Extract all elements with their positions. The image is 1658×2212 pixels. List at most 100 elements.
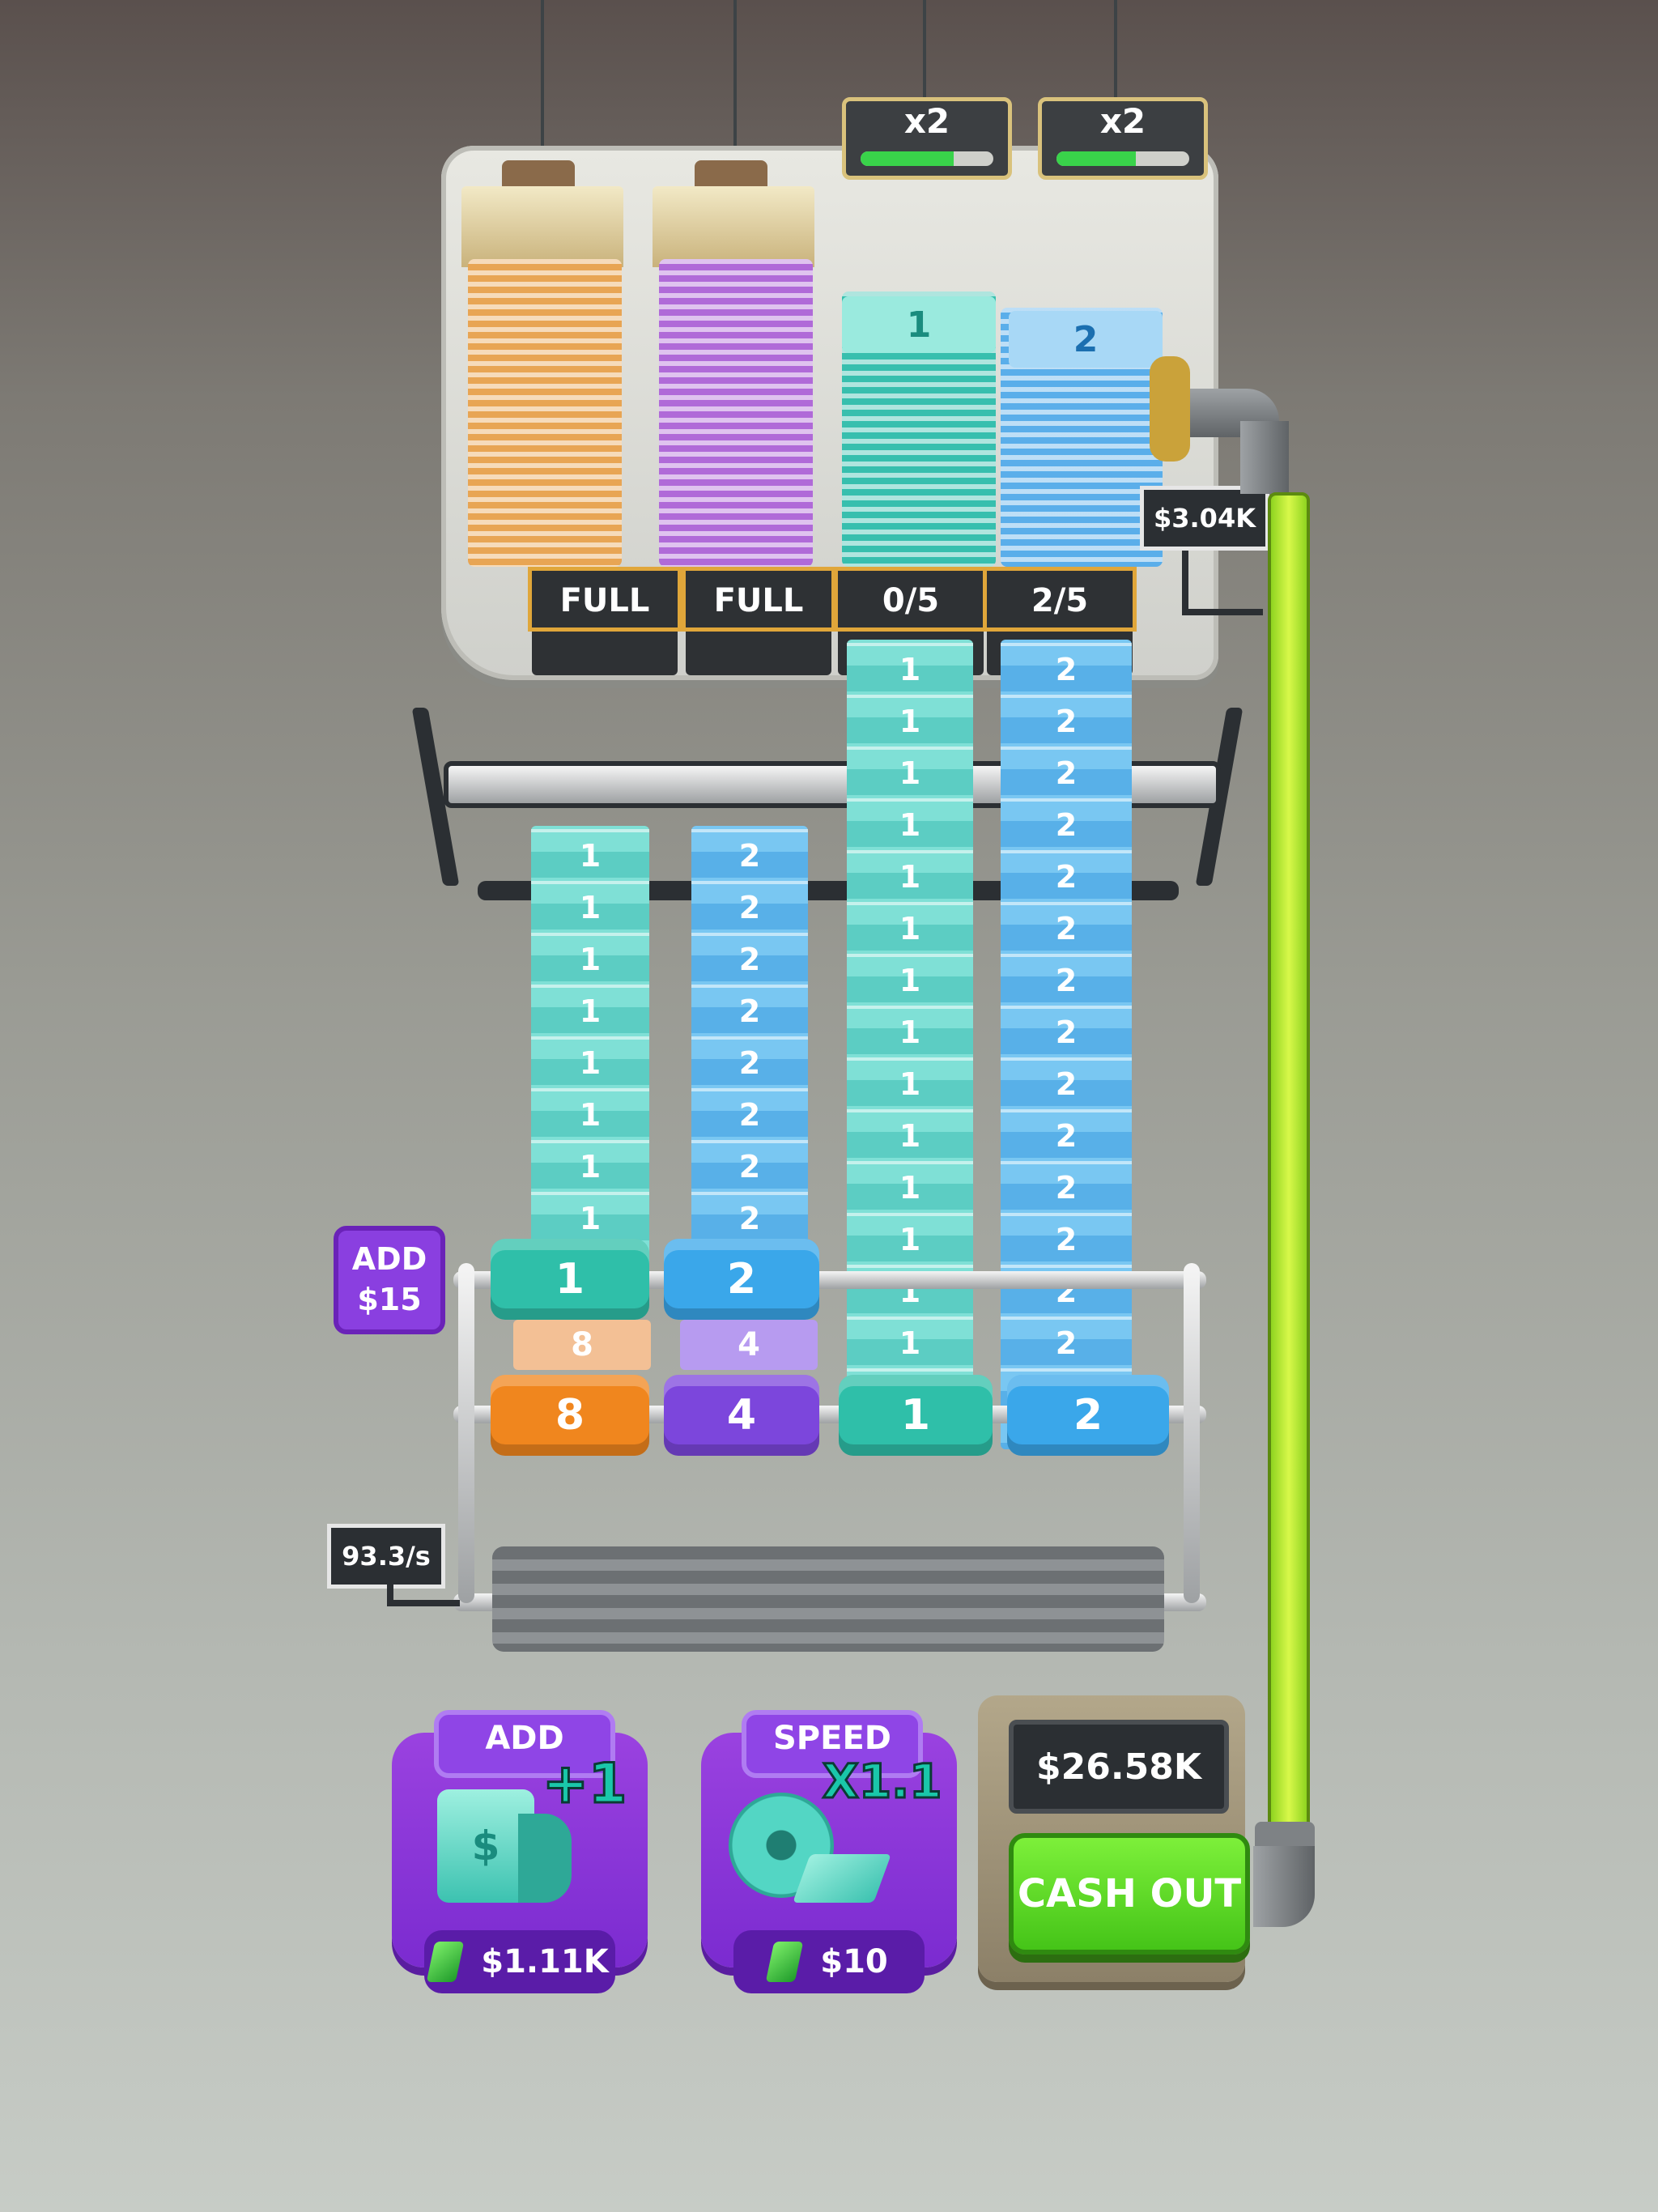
upgrade-badge: +1 [541,1751,627,1825]
strip-bill: 2 [691,829,808,879]
hanging-wire [923,0,926,101]
upgrade-price-text: $1.11K [481,1943,609,1980]
strip-bill: 2 [691,1088,808,1138]
strip-bill: 2 [1001,1317,1132,1367]
strip-bill: 2 [1001,1213,1132,1263]
strip-bill: 2 [1001,1161,1132,1211]
strip-bill: 1 [847,902,973,952]
strip-bill: 1 [847,1161,973,1211]
add-roller-button[interactable]: ADD $15 [334,1226,445,1334]
pending-bill-value: 4 [738,1326,760,1363]
top-bill: 1 [842,296,996,353]
roller-value: 2 [726,1255,757,1304]
roller-frame-side [458,1263,474,1603]
roller-value: 1 [900,1391,931,1440]
money-roller[interactable]: 1 [491,1239,649,1320]
slot-status-text: FULL [559,582,650,619]
rate-text: 93.3/s [342,1541,431,1572]
strip-bill: 2 [691,985,808,1035]
strip-bill: 1 [847,695,973,745]
strip-bill: 1 [847,954,973,1004]
strip-bill: 2 [1001,954,1132,1004]
money-roller[interactable]: 8 [491,1375,649,1456]
strip-bill: 1 [847,747,973,797]
slot-status: FULL [682,567,835,632]
strip-bill: 2 [1001,643,1132,693]
strip-bill: 1 [847,1057,973,1108]
bill-strip: 111111111111111 [847,640,973,1449]
money-roller[interactable]: 2 [664,1239,819,1320]
slot-output-bin [686,632,831,675]
top-bill-value: 2 [1073,318,1099,360]
strip-bill: 2 [1001,747,1132,797]
slot-status-text: FULL [713,582,804,619]
strip-bill: 2 [691,1140,808,1190]
add-roller-price: $15 [357,1282,422,1317]
strip-bill: 1 [531,881,649,931]
money-roller[interactable]: 1 [839,1375,993,1456]
tag-bracket [1182,551,1188,615]
strip-bill: 1 [847,798,973,849]
strip-bill: 1 [531,1036,649,1087]
pipe-valve [1150,356,1190,462]
strip-bill: 2 [691,1192,808,1242]
upgrade-badge-text: +1 [541,1751,627,1818]
collector-tray [492,1546,1164,1652]
tray-balance-text: $3.04K [1153,503,1256,534]
strip-bill: 2 [1001,902,1132,952]
cash-icon [765,1942,804,1982]
money-roller[interactable]: 4 [664,1375,819,1456]
strip-bill: 1 [531,933,649,983]
multiplier-progress-bar [1056,151,1189,166]
multiplier-progress-fill [1056,151,1137,166]
strip-bill: 2 [691,933,808,983]
pipe-elbow-bottom [1253,1846,1315,1927]
upgrade-add-price-button[interactable]: $1.11K [424,1930,615,1993]
tray-balance-tag: $3.04K [1140,486,1269,551]
cash-out-label: CASH OUT [1017,1871,1242,1916]
hanging-wire [541,0,544,162]
upgrade-title-text: SPEED [773,1720,891,1757]
slot-status-text: 0/5 [882,582,940,619]
upgrade-speed-title: SPEED [742,1710,923,1778]
multiplier-box[interactable]: x2 [1038,97,1208,180]
upgrade-title-text: ADD [485,1720,564,1757]
top-bill-value: 1 [906,304,932,346]
strip-bill: 1 [847,1317,973,1367]
multiplier-progress-fill [861,151,954,166]
money-stack-purple [659,259,813,567]
multiplier-label: x2 [1099,101,1146,141]
strip-bill: 2 [691,1036,808,1087]
tag-bracket [1182,609,1263,615]
strip-bill: 1 [531,1192,649,1242]
money-stack-orange [468,259,622,567]
strip-bill: 1 [847,1213,973,1263]
multiplier-box[interactable]: x2 [842,97,1012,180]
rate-label: 93.3/s [327,1524,445,1589]
upgrade-speed-price-button[interactable]: $10 [733,1930,925,1993]
cash-display-text: $26.58K [1036,1746,1201,1788]
strip-bill: 1 [847,643,973,693]
strip-bill: 2 [1001,1006,1132,1056]
cash-out-button[interactable]: CASH OUT [1009,1833,1250,1955]
pipe-segment [1240,421,1289,494]
add-roller-label: ADD [351,1241,427,1277]
slot-output-bin [532,632,678,675]
cash-icon [426,1942,465,1982]
strip-bill: 2 [1001,850,1132,900]
cash-display: $26.58K [1009,1720,1229,1814]
pending-bill-value: 8 [571,1326,593,1363]
hanging-wire [1114,0,1117,101]
roller-value: 8 [555,1391,585,1440]
multiplier-label: x2 [903,101,950,141]
roller-value: 4 [726,1391,757,1440]
money-roller[interactable]: 2 [1007,1375,1169,1456]
upgrade-price-text: $10 [820,1943,888,1980]
slot-status: FULL [528,567,682,632]
pending-bill: 4 [680,1320,818,1370]
upgrade-badge: X1.1 [821,1753,942,1827]
slot-status: 2/5 [983,567,1137,632]
slot-status-text: 2/5 [1031,582,1089,619]
